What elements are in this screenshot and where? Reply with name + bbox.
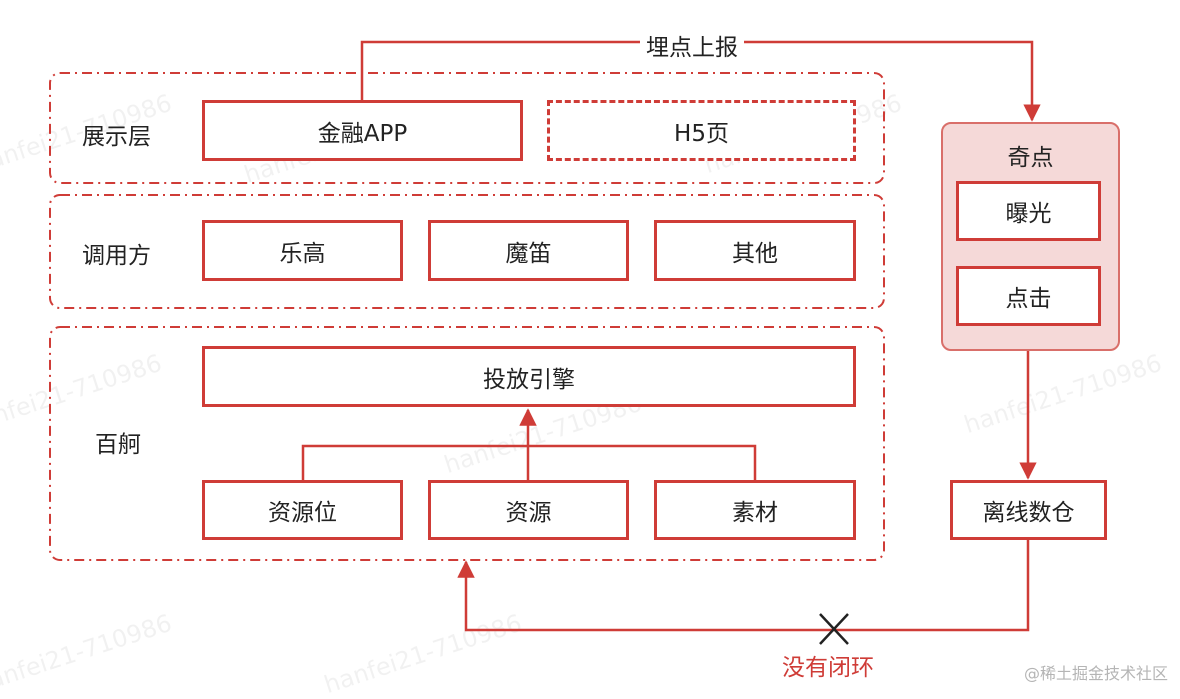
finance-app-node: 金融APP <box>202 100 523 161</box>
exposure-node: 曝光 <box>956 181 1101 241</box>
other-node: 其他 <box>654 220 856 281</box>
no-loop-edge <box>457 540 1030 632</box>
lego-node: 乐高 <box>202 220 403 281</box>
caller-layer-border <box>49 194 885 309</box>
baizhou-layer-label: 百舸 <box>95 432 141 458</box>
caller-layer-label: 调用方 <box>82 243 151 269</box>
report-edge-label: 埋点上报 <box>640 28 744 62</box>
h5-page-node: H5页 <box>547 100 856 161</box>
material-node: 素材 <box>654 480 856 540</box>
modi-node: 魔笛 <box>428 220 629 281</box>
display-layer-border <box>49 72 885 184</box>
offline-warehouse-node: 离线数仓 <box>950 480 1107 540</box>
display-layer-label: 展示层 <box>82 124 151 150</box>
qidian-title: 奇点 <box>1007 145 1054 171</box>
brand-watermark: @稀土掘金技术社区 <box>1023 664 1168 683</box>
no-loop-label: 没有闭环 <box>782 655 874 681</box>
material-edge <box>528 444 757 481</box>
cross-icon <box>819 613 849 645</box>
click-node: 点击 <box>956 266 1101 326</box>
resource-node: 资源 <box>428 480 629 540</box>
resource-slot-node: 资源位 <box>202 480 403 540</box>
delivery-engine-node: 投放引擎 <box>202 346 856 407</box>
resource-slot-edge <box>301 444 528 481</box>
